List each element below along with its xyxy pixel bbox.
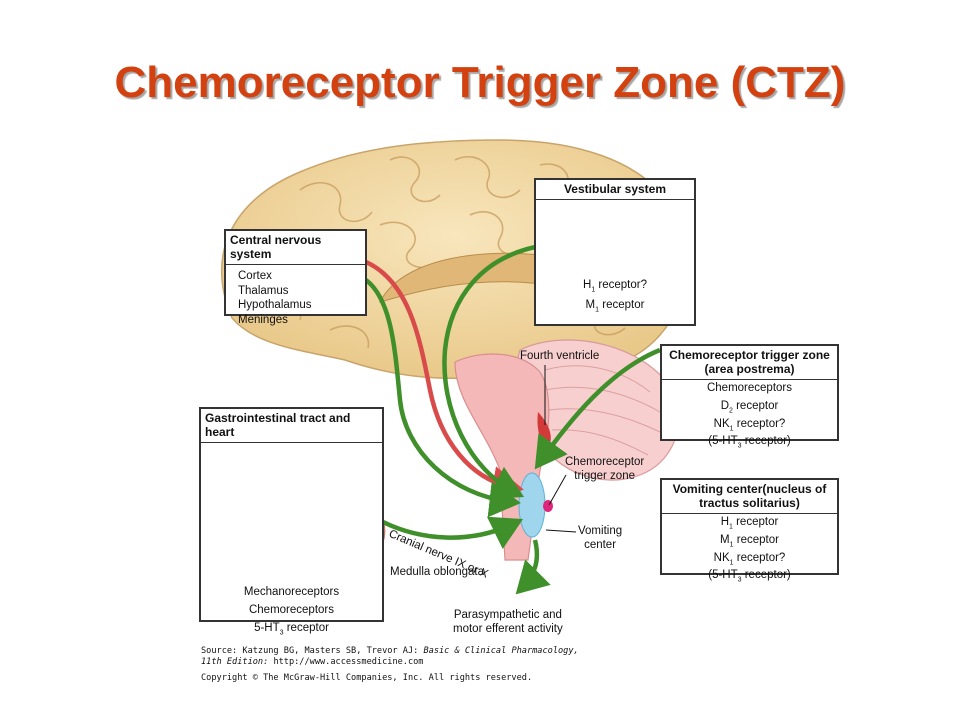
ctz-item: NK1 receptor? (713, 417, 786, 432)
vomiting-item: (5-HT3 receptor) (708, 569, 791, 584)
vestibular-arrow (442, 242, 547, 500)
cns-red-arrow (365, 259, 524, 502)
copyright: Copyright © The McGraw-Hill Companies, I… (201, 673, 533, 683)
vomiting-center-heading: Vomiting center(nucleus of tractus solit… (662, 480, 837, 514)
gi-tract-heading: Gastrointestinal tract and heart (201, 409, 382, 443)
gi-item: Mechanoreceptors (243, 586, 340, 598)
vestibular-item: M1 receptor (585, 298, 645, 314)
vestibular-heading: Vestibular system (536, 180, 694, 200)
ctz-heading: Chemoreceptor trigger zone (area postrem… (662, 346, 837, 380)
vestibular-box: Vestibular system H1 receptor? M1 recept… (534, 178, 696, 326)
cns-heading: Central nervous system (226, 231, 365, 265)
ctz-spot (543, 500, 553, 512)
cns-item: Meninges (238, 313, 288, 326)
cns-item: Cortex (238, 270, 272, 282)
cns-box: Central nervous system Cortex Thalamus H… (224, 229, 367, 326)
cns-green-arrow (364, 278, 521, 518)
leader-lines (544, 365, 577, 533)
medulla-label: Medulla oblongata (390, 566, 484, 578)
fourth-ventricle-label: Fourth ventricle (520, 350, 600, 362)
ctz-item: Chemoreceptors (706, 382, 792, 394)
vomiting-item: H1 receptor (720, 516, 779, 531)
vomiting-item: NK1 receptor? (713, 551, 786, 566)
gi-item: 5-HT3 receptor (254, 621, 329, 636)
source-citation: Source: Katzung BG, Masters SB, Trevor A… (201, 646, 579, 656)
cranial-nerve-arrow (382, 516, 524, 550)
vomiting-center-shape (518, 472, 546, 538)
ctz-item: D2 receptor (720, 399, 779, 415)
gi-item: Chemoreceptors (248, 603, 334, 616)
cns-item: Thalamus (238, 284, 289, 297)
vestibular-item: H1 receptor? (583, 279, 647, 294)
ctz-box-arrow (534, 347, 661, 470)
page-title: Chemoreceptor Trigger Zone (CTZ) (114, 58, 846, 107)
ctz-item: (5-HT3 receptor) (708, 435, 791, 450)
ctz-box: Chemoreceptor trigger zone (area postrem… (660, 344, 839, 450)
cns-item: Hypothalamus (238, 299, 312, 311)
vomiting-item: M1 receptor (720, 533, 779, 549)
vomiting-center-box: Vomiting center(nucleus of tractus solit… (660, 478, 839, 584)
ctz-label: Chemoreceptor trigger zone (565, 456, 645, 482)
efferent-arrow (515, 539, 551, 595)
vomiting-center-label: Vomiting center (578, 525, 623, 551)
gi-tract-box: Gastrointestinal tract and heart Mechano… (199, 407, 384, 636)
parasympathetic-label: Parasympathetic and motor efferent activ… (453, 609, 563, 635)
source-citation-line2: 11th Edition: http://www.accessmedicine.… (201, 657, 424, 667)
